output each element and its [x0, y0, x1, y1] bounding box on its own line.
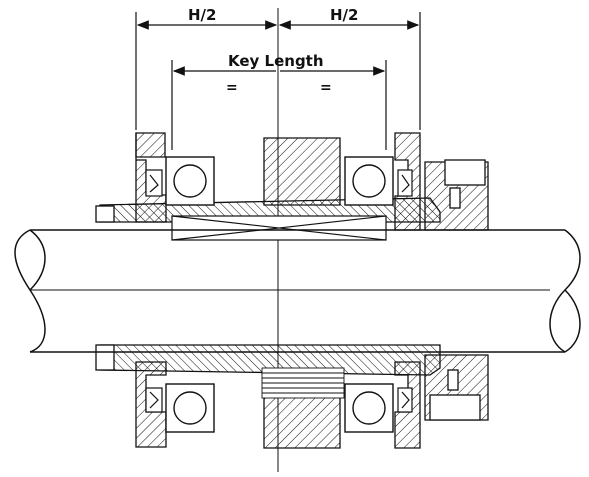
- locking-collar: [424, 159, 489, 421]
- thread-detail: [261, 367, 345, 399]
- dimension-label-right-half: H/2: [330, 6, 358, 24]
- shaft: [14, 229, 581, 353]
- seals: [145, 169, 413, 413]
- bearings: [165, 156, 394, 433]
- center-housing: [263, 137, 341, 449]
- equal-mark-right: =: [320, 80, 332, 96]
- dimension-label-left-half: H/2: [188, 6, 216, 24]
- shaft-key: [171, 215, 387, 241]
- equal-mark-left: =: [226, 80, 238, 96]
- dimension-label-key-length: Key Length: [228, 52, 324, 70]
- dimension-lines: [135, 12, 421, 150]
